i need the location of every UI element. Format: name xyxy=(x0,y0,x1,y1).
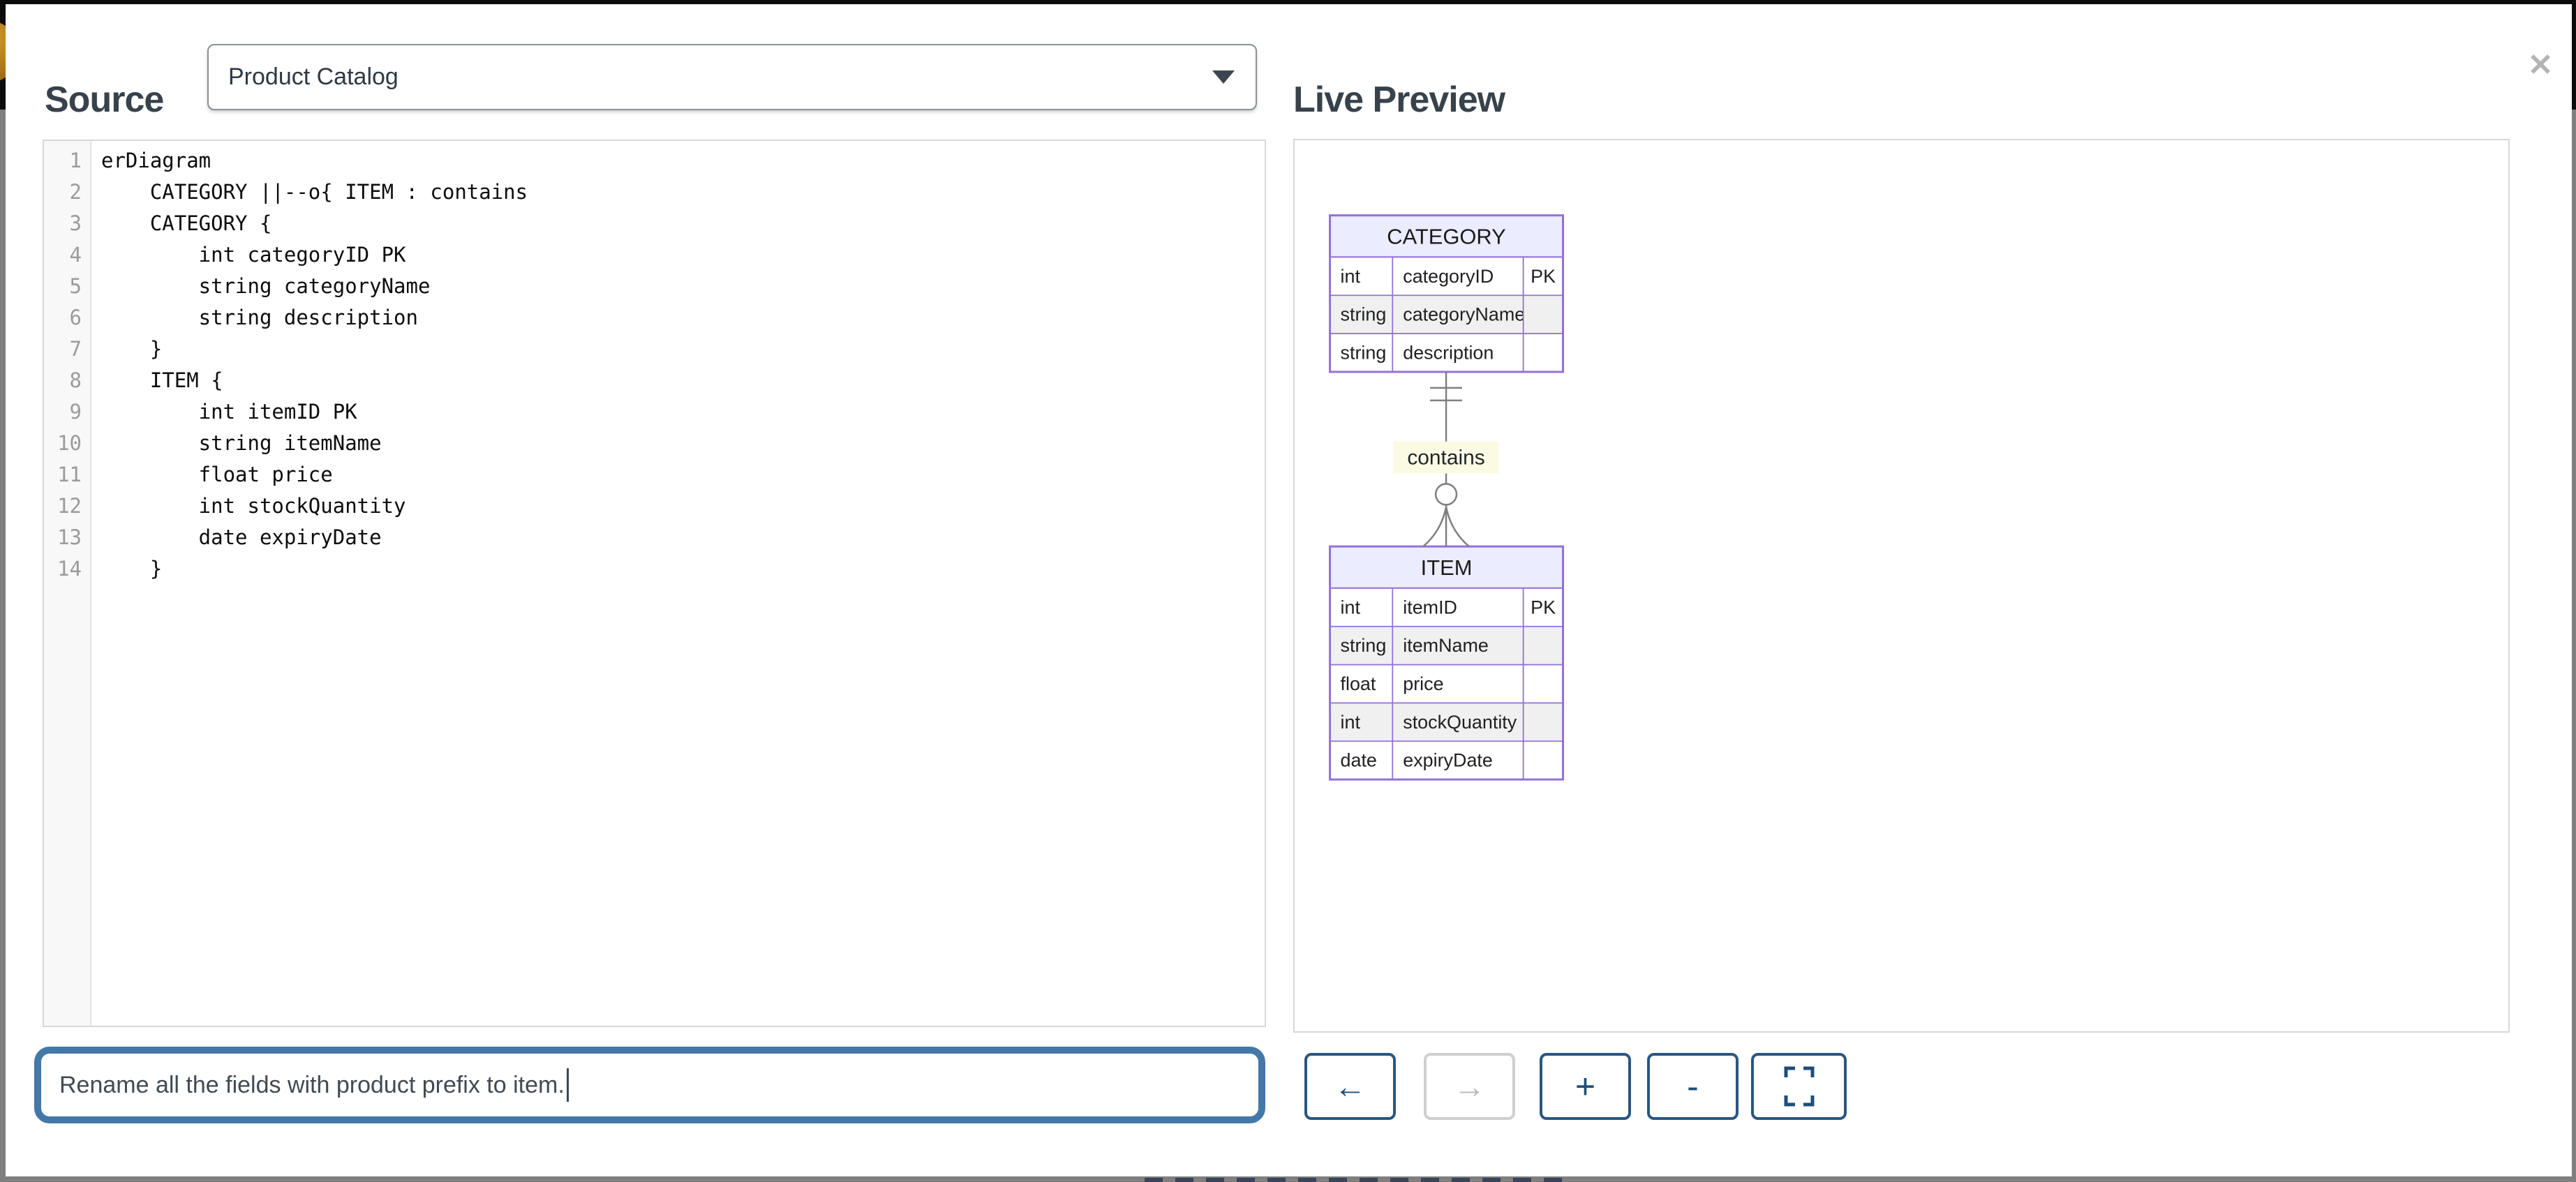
line-number: 3 xyxy=(69,211,82,235)
svg-text:int: int xyxy=(1341,712,1361,733)
forward-button[interactable]: → xyxy=(1424,1053,1515,1120)
fullscreen-icon xyxy=(1784,1066,1814,1107)
chevron-down-icon xyxy=(1212,70,1235,84)
code-line: string description xyxy=(101,306,418,329)
code-line: string categoryName xyxy=(101,274,431,298)
line-number: 8 xyxy=(69,368,82,392)
svg-text:string: string xyxy=(1341,635,1387,656)
line-number: 14 xyxy=(57,557,82,581)
source-select[interactable]: Product Catalog xyxy=(207,44,1257,110)
svg-text:contains: contains xyxy=(1407,447,1484,470)
svg-text:PK: PK xyxy=(1531,597,1556,618)
code-line: int itemID PK xyxy=(101,400,357,424)
svg-text:price: price xyxy=(1403,673,1443,694)
svg-text:itemID: itemID xyxy=(1403,597,1457,618)
line-number: 10 xyxy=(57,431,82,455)
svg-text:float: float xyxy=(1341,673,1376,694)
svg-text:int: int xyxy=(1341,597,1361,618)
svg-text:categoryName: categoryName xyxy=(1403,304,1525,325)
line-number: 13 xyxy=(57,525,82,549)
line-number: 5 xyxy=(69,274,82,298)
line-number: 6 xyxy=(69,306,82,329)
line-number: 7 xyxy=(69,337,82,361)
preview-title: Live Preview xyxy=(1293,79,1505,120)
code-line: } xyxy=(101,337,163,361)
code-line: int stockQuantity xyxy=(101,494,406,518)
background-cutoff-text xyxy=(1145,1178,1563,1182)
back-button[interactable]: ← xyxy=(1304,1053,1396,1120)
svg-text:itemName: itemName xyxy=(1403,635,1489,656)
code-line: CATEGORY { xyxy=(101,211,272,235)
prompt-input-text: Rename all the fields with product prefi… xyxy=(59,1071,565,1098)
code-line: } xyxy=(101,557,163,581)
zoom-out-button[interactable]: - xyxy=(1647,1053,1739,1120)
er-diagram: CATEGORY int categoryID PK string categoryNam… xyxy=(1329,214,1565,781)
svg-text:categoryID: categoryID xyxy=(1403,266,1494,287)
code-line: float price xyxy=(101,463,333,486)
svg-text:date: date xyxy=(1341,750,1377,771)
line-number: 1 xyxy=(69,149,82,172)
source-title: Source xyxy=(45,79,164,120)
close-icon[interactable]: ✕ xyxy=(2519,45,2561,87)
svg-text:description: description xyxy=(1403,343,1494,364)
zoom-in-button[interactable]: + xyxy=(1540,1053,1631,1120)
code-line: CATEGORY ||--o{ ITEM : contains xyxy=(101,180,528,204)
code-line: ITEM { xyxy=(101,368,223,392)
code-line: string itemName xyxy=(101,431,382,455)
line-number: 4 xyxy=(69,243,82,267)
preview-canvas[interactable]: CATEGORY int categoryID PK string categoryNam… xyxy=(1293,139,2510,1033)
svg-text:CATEGORY: CATEGORY xyxy=(1387,225,1506,249)
code-line: date expiryDate xyxy=(101,525,382,549)
svg-text:int: int xyxy=(1341,266,1361,287)
line-number: 11 xyxy=(57,463,82,486)
line-number: 2 xyxy=(69,180,82,204)
prompt-input[interactable]: Rename all the fields with product prefi… xyxy=(34,1047,1265,1123)
svg-text:expiryDate: expiryDate xyxy=(1403,750,1493,771)
svg-text:string: string xyxy=(1341,343,1387,364)
svg-text:stockQuantity: stockQuantity xyxy=(1403,712,1517,733)
line-number: 12 xyxy=(57,494,82,518)
source-select-value: Product Catalog xyxy=(228,63,399,90)
code-line: erDiagram xyxy=(101,149,211,172)
code-line: int categoryID PK xyxy=(101,243,406,267)
line-number: 9 xyxy=(69,400,82,424)
code-content[interactable]: erDiagram CATEGORY ||--o{ ITEM : contain… xyxy=(91,141,1265,1026)
svg-text:ITEM: ITEM xyxy=(1421,555,1473,580)
svg-text:string: string xyxy=(1341,304,1387,325)
text-cursor xyxy=(566,1068,569,1102)
fullscreen-button[interactable] xyxy=(1751,1053,1847,1120)
svg-text:PK: PK xyxy=(1531,266,1556,287)
